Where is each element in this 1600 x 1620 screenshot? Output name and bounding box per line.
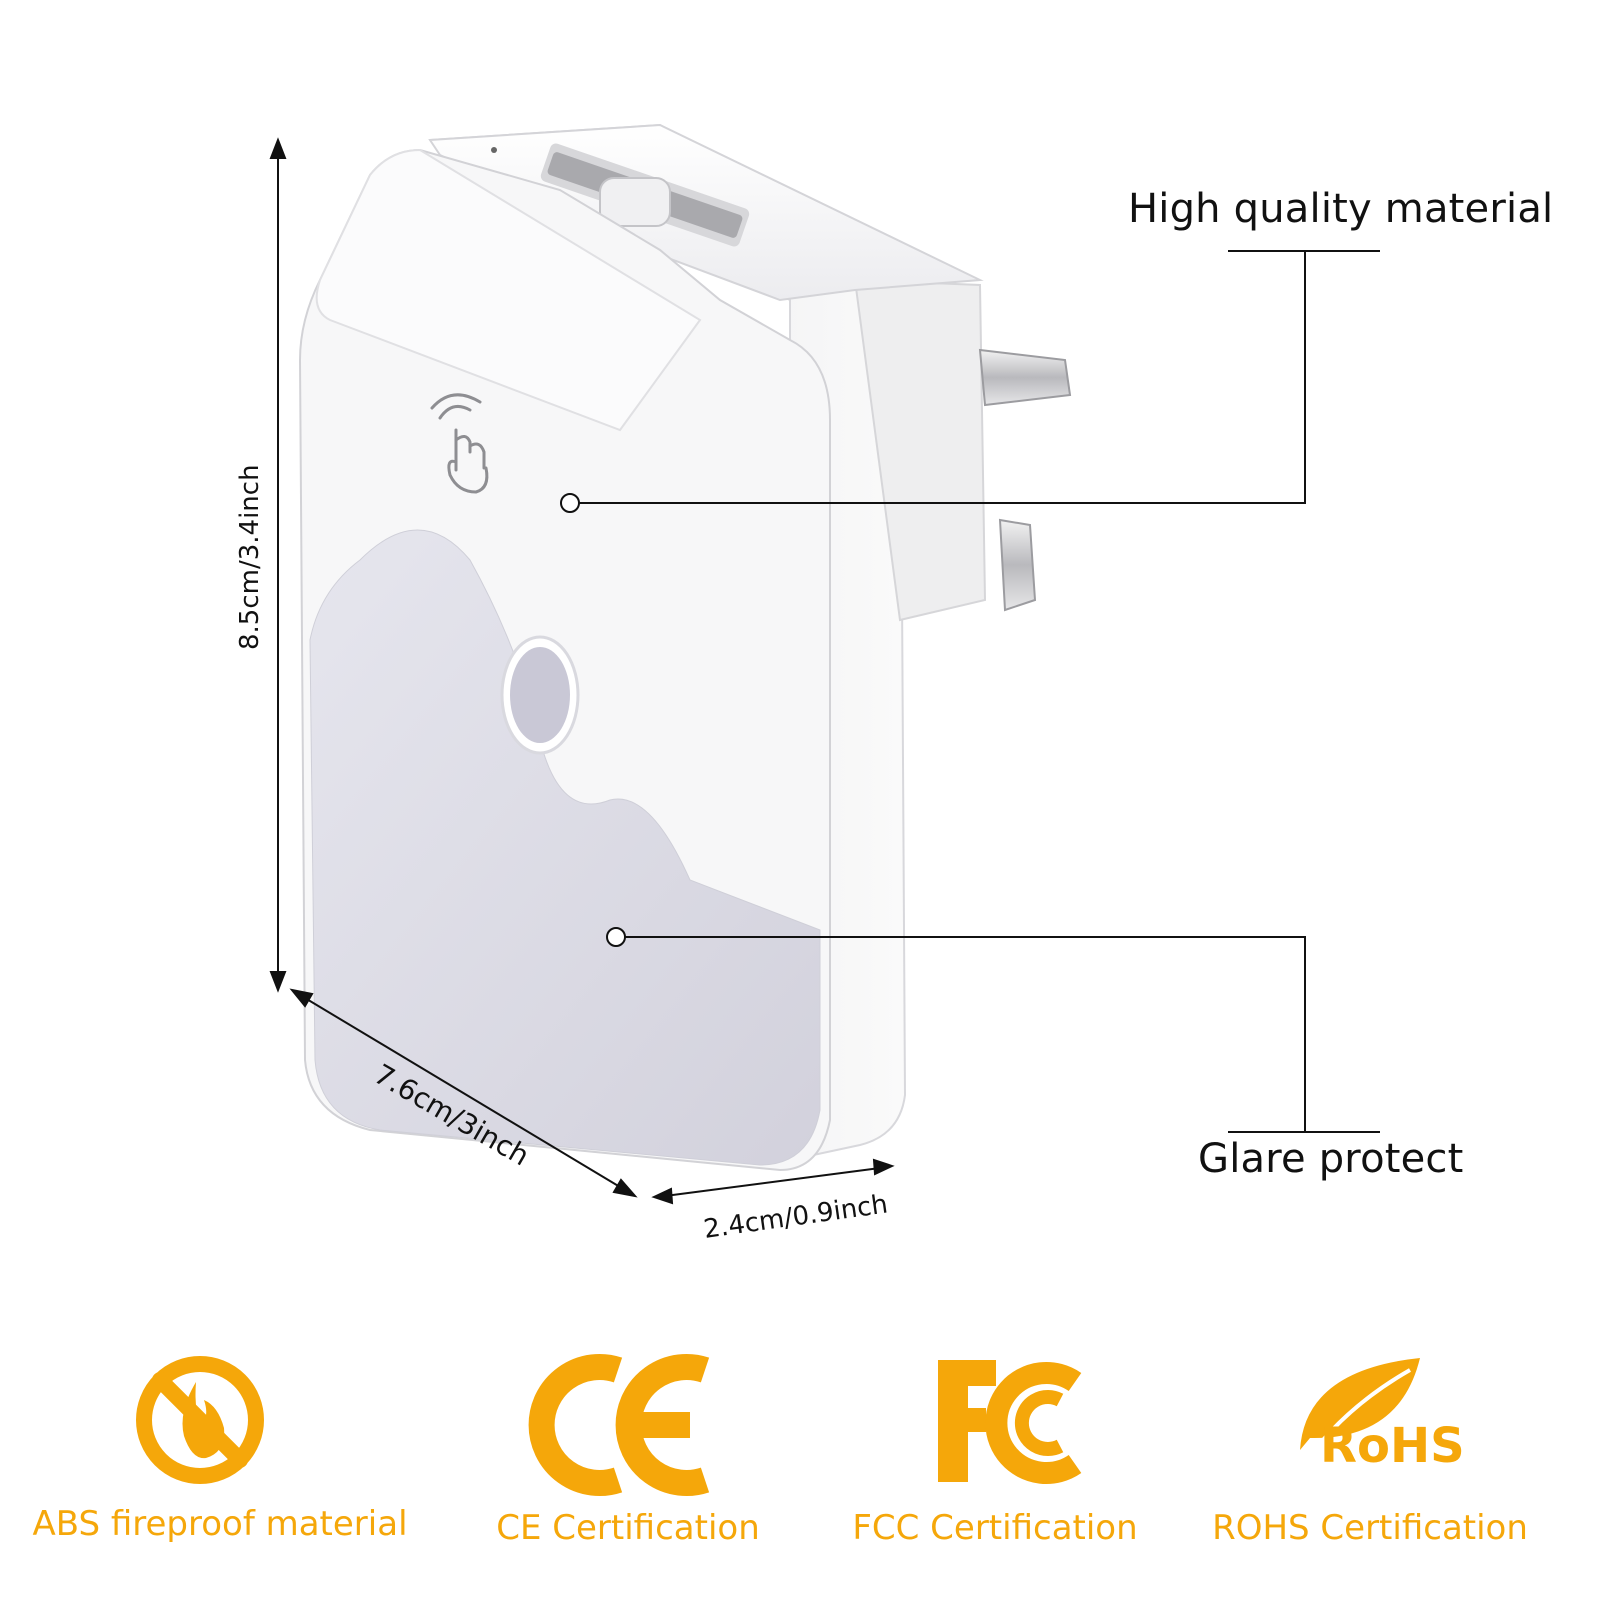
fcc-mark-icon bbox=[938, 1360, 1082, 1484]
plug-pins bbox=[978, 348, 1072, 612]
touch-hand-icon bbox=[430, 393, 489, 494]
rohs-mark-text: RoHS bbox=[1320, 1418, 1465, 1474]
callout-glare-protect: Glare protect bbox=[1198, 1136, 1464, 1182]
no-fire-icon bbox=[136, 1356, 264, 1484]
certification-icons: RoHS bbox=[136, 1354, 1465, 1496]
dimension-width-arrow bbox=[289, 988, 638, 1198]
dimension-depth-arrow bbox=[651, 1158, 895, 1205]
rohs-leaf-icon: RoHS bbox=[1298, 1358, 1465, 1474]
cert-label-rohs: ROHS Certification bbox=[1212, 1508, 1528, 1548]
dimension-depth-label: 2.4cm/0.9inch bbox=[702, 1189, 890, 1245]
cert-label-ce: CE Certification bbox=[496, 1508, 760, 1548]
callout-high-quality-material: High quality material bbox=[1128, 186, 1554, 232]
dimension-height-arrow bbox=[269, 137, 287, 993]
cert-label-fcc: FCC Certification bbox=[852, 1508, 1138, 1548]
dimension-height-label: 8.5cm/3.4inch bbox=[235, 464, 265, 650]
cert-label-abs: ABS fireproof material bbox=[32, 1504, 408, 1544]
device-front bbox=[298, 148, 831, 1172]
ce-mark-icon bbox=[528, 1354, 710, 1496]
callout-lines bbox=[560, 250, 1380, 1133]
device-top bbox=[428, 123, 984, 302]
